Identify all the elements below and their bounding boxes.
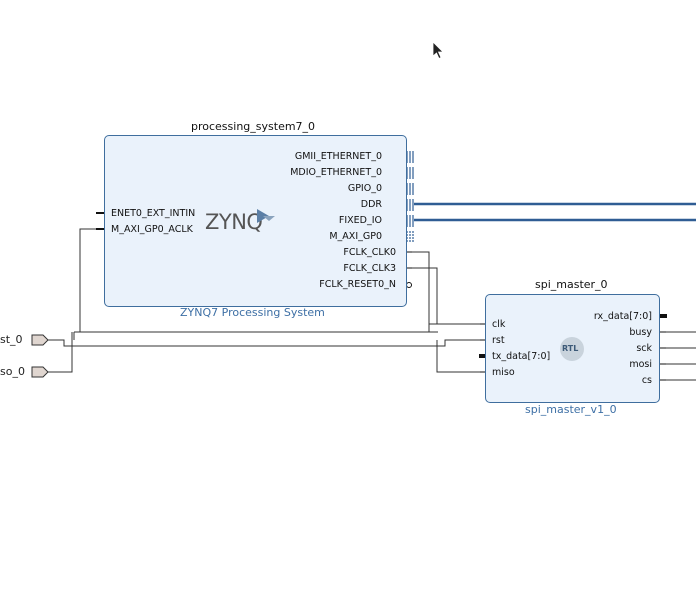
ps-port-gmii[interactable]: GMII_ETHERNET_0 (294, 151, 382, 162)
ps-port-ddr[interactable]: DDR (360, 199, 382, 210)
external-port-rst[interactable] (31, 334, 49, 346)
ps-left-stubs (96, 212, 104, 230)
ps-ip-name: ZYNQ7 Processing System (180, 306, 325, 319)
rtl-icon (560, 337, 584, 361)
ps-port-mdio[interactable]: MDIO_ETHERNET_0 (290, 167, 382, 178)
nets (48, 228, 696, 381)
spi-port-rx-data[interactable]: rx_data[7:0] (593, 311, 652, 322)
ps-port-fclk-reset0-n[interactable]: FCLK_RESET0_N (319, 279, 396, 290)
net-miso-right (436, 340, 480, 373)
spi-port-tx-data[interactable]: tx_data[7:0] (492, 351, 551, 362)
zynq-logo: ZYNQ (205, 209, 275, 234)
ps-block[interactable]: ENET0_EXT_INTIN M_AXI_GP0_ACLK ZYNQ GMII… (104, 135, 407, 307)
rtl-icon-label: RTL (562, 344, 579, 353)
ps-port-gpio[interactable]: GPIO_0 (347, 183, 382, 194)
ps-instance-name: processing_system7_0 (191, 120, 316, 133)
net-miso (48, 332, 73, 373)
external-port-miso[interactable] (31, 366, 49, 378)
ps-port-fclk-clk0[interactable]: FCLK_CLK0 (343, 247, 396, 258)
external-port-rst-label: st_0 (0, 333, 23, 346)
spi-ip-name: spi_master_v1_0 (525, 403, 617, 416)
net-clk (428, 263, 480, 325)
ps-port-m-axi-gp0[interactable]: M_AXI_GP0 (329, 231, 382, 242)
spi-port-rst[interactable]: rst (492, 335, 505, 346)
spi-port-miso[interactable]: miso (492, 367, 515, 378)
spi-port-clk[interactable]: clk (492, 319, 506, 330)
spi-port-busy[interactable]: busy (629, 327, 652, 338)
zynq-logo-mark (257, 209, 275, 223)
buses (414, 202, 696, 222)
net-fclk-clk3 (412, 267, 438, 324)
ps-port-fclk-clk3[interactable]: FCLK_CLK3 (343, 263, 396, 274)
spi-port-cs[interactable]: cs (641, 375, 652, 386)
ps-port-enet0[interactable]: ENET0_EXT_INTIN (111, 208, 196, 219)
spi-port-mosi[interactable]: mosi (629, 359, 652, 370)
spi-bus-stubs (479, 314, 667, 358)
net-rst (48, 339, 480, 347)
ps-port-m-axi-gp0-aclk[interactable]: M_AXI_GP0_ACLK (111, 224, 193, 235)
spi-instance-name: spi_master_0 (535, 278, 608, 291)
spi-block[interactable]: clk rst tx_data[7:0] miso RTL rx_data[7:… (485, 294, 660, 403)
spi-port-sck[interactable]: sck (636, 343, 652, 354)
mouse-cursor-icon (432, 41, 444, 60)
external-port-miso-label: so_0 (0, 365, 25, 378)
zynq-logo-text: ZYNQ (205, 210, 263, 234)
ps-port-fixed-io[interactable]: FIXED_IO (338, 215, 382, 226)
